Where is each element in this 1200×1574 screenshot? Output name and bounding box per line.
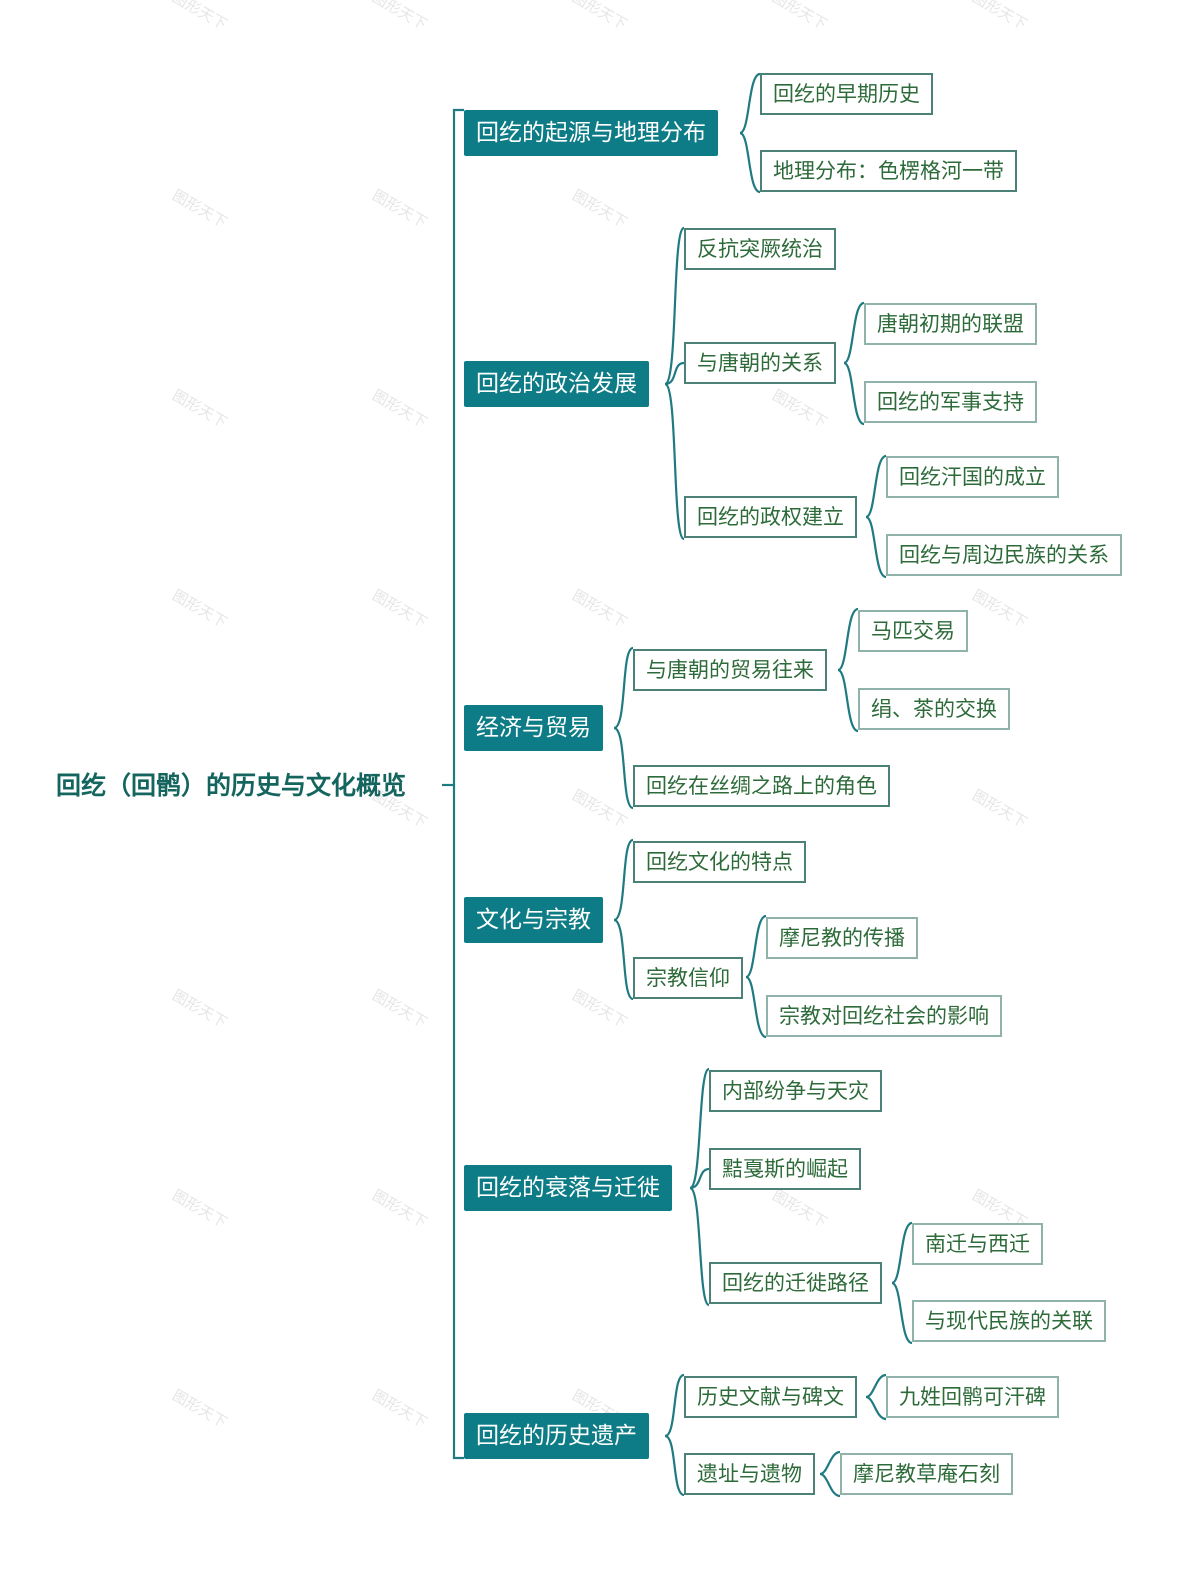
leaf-silk-tea-exchange[interactable]: 绢、茶的交换 <box>858 688 1010 730</box>
subtopic-silk-road-role[interactable]: 回纥在丝绸之路上的角色 <box>633 765 890 807</box>
subtopic-internal-strife[interactable]: 内部纷争与天灾 <box>709 1070 882 1112</box>
leaf-religion-influence[interactable]: 宗教对回纥社会的影响 <box>766 995 1002 1037</box>
subtopic-tang-trade[interactable]: 与唐朝的贸易往来 <box>633 649 827 691</box>
subtopic-regime-establishment[interactable]: 回纥的政权建立 <box>684 496 857 538</box>
topic-economy-trade[interactable]: 经济与贸易 <box>464 705 603 751</box>
root-topic[interactable]: 回纥（回鹘）的历史与文化概览 <box>56 771 407 800</box>
subtopic-culture-features[interactable]: 回纥文化的特点 <box>633 841 806 883</box>
subtopic-tang-relations[interactable]: 与唐朝的关系 <box>684 342 836 384</box>
subtopic-kyrgyz-rise[interactable]: 黠戛斯的崛起 <box>709 1148 861 1190</box>
leaf-karabalgasun-inscription[interactable]: 九姓回鹘可汗碑 <box>886 1376 1059 1418</box>
topic-culture-religion[interactable]: 文化与宗教 <box>464 897 603 943</box>
topic-historical-legacy[interactable]: 回纥的历史遗产 <box>464 1413 649 1459</box>
subtopic-religious-belief[interactable]: 宗教信仰 <box>633 957 743 999</box>
leaf-early-tang-alliance[interactable]: 唐朝初期的联盟 <box>864 303 1037 345</box>
leaf-khaganate-founding[interactable]: 回纥汗国的成立 <box>886 456 1059 498</box>
leaf-cao-an-carving[interactable]: 摩尼教草庵石刻 <box>840 1453 1013 1495</box>
subtopic-migration-routes[interactable]: 回纥的迁徙路径 <box>709 1262 882 1304</box>
topic-political-development[interactable]: 回纥的政治发展 <box>464 361 649 407</box>
leaf-manichaeism-spread[interactable]: 摩尼教的传播 <box>766 917 918 959</box>
subtopic-sites-relics[interactable]: 遗址与遗物 <box>684 1453 815 1495</box>
leaf-neighbor-relations[interactable]: 回纥与周边民族的关系 <box>886 534 1122 576</box>
subtopic-early-history[interactable]: 回纥的早期历史 <box>760 73 933 115</box>
leaf-south-west-migration[interactable]: 南迁与西迁 <box>912 1223 1043 1265</box>
subtopic-geographic-distribution[interactable]: 地理分布：色楞格河一带 <box>760 150 1017 192</box>
subtopic-documents-inscriptions[interactable]: 历史文献与碑文 <box>684 1376 857 1418</box>
subtopic-resist-turks[interactable]: 反抗突厥统治 <box>684 228 836 270</box>
topic-origin-geography[interactable]: 回纥的起源与地理分布 <box>464 110 718 156</box>
leaf-modern-ethnic-link[interactable]: 与现代民族的关联 <box>912 1300 1106 1342</box>
topic-decline-migration[interactable]: 回纥的衰落与迁徙 <box>464 1165 672 1211</box>
leaf-military-support[interactable]: 回纥的军事支持 <box>864 381 1037 423</box>
leaf-horse-trade[interactable]: 马匹交易 <box>858 610 968 652</box>
